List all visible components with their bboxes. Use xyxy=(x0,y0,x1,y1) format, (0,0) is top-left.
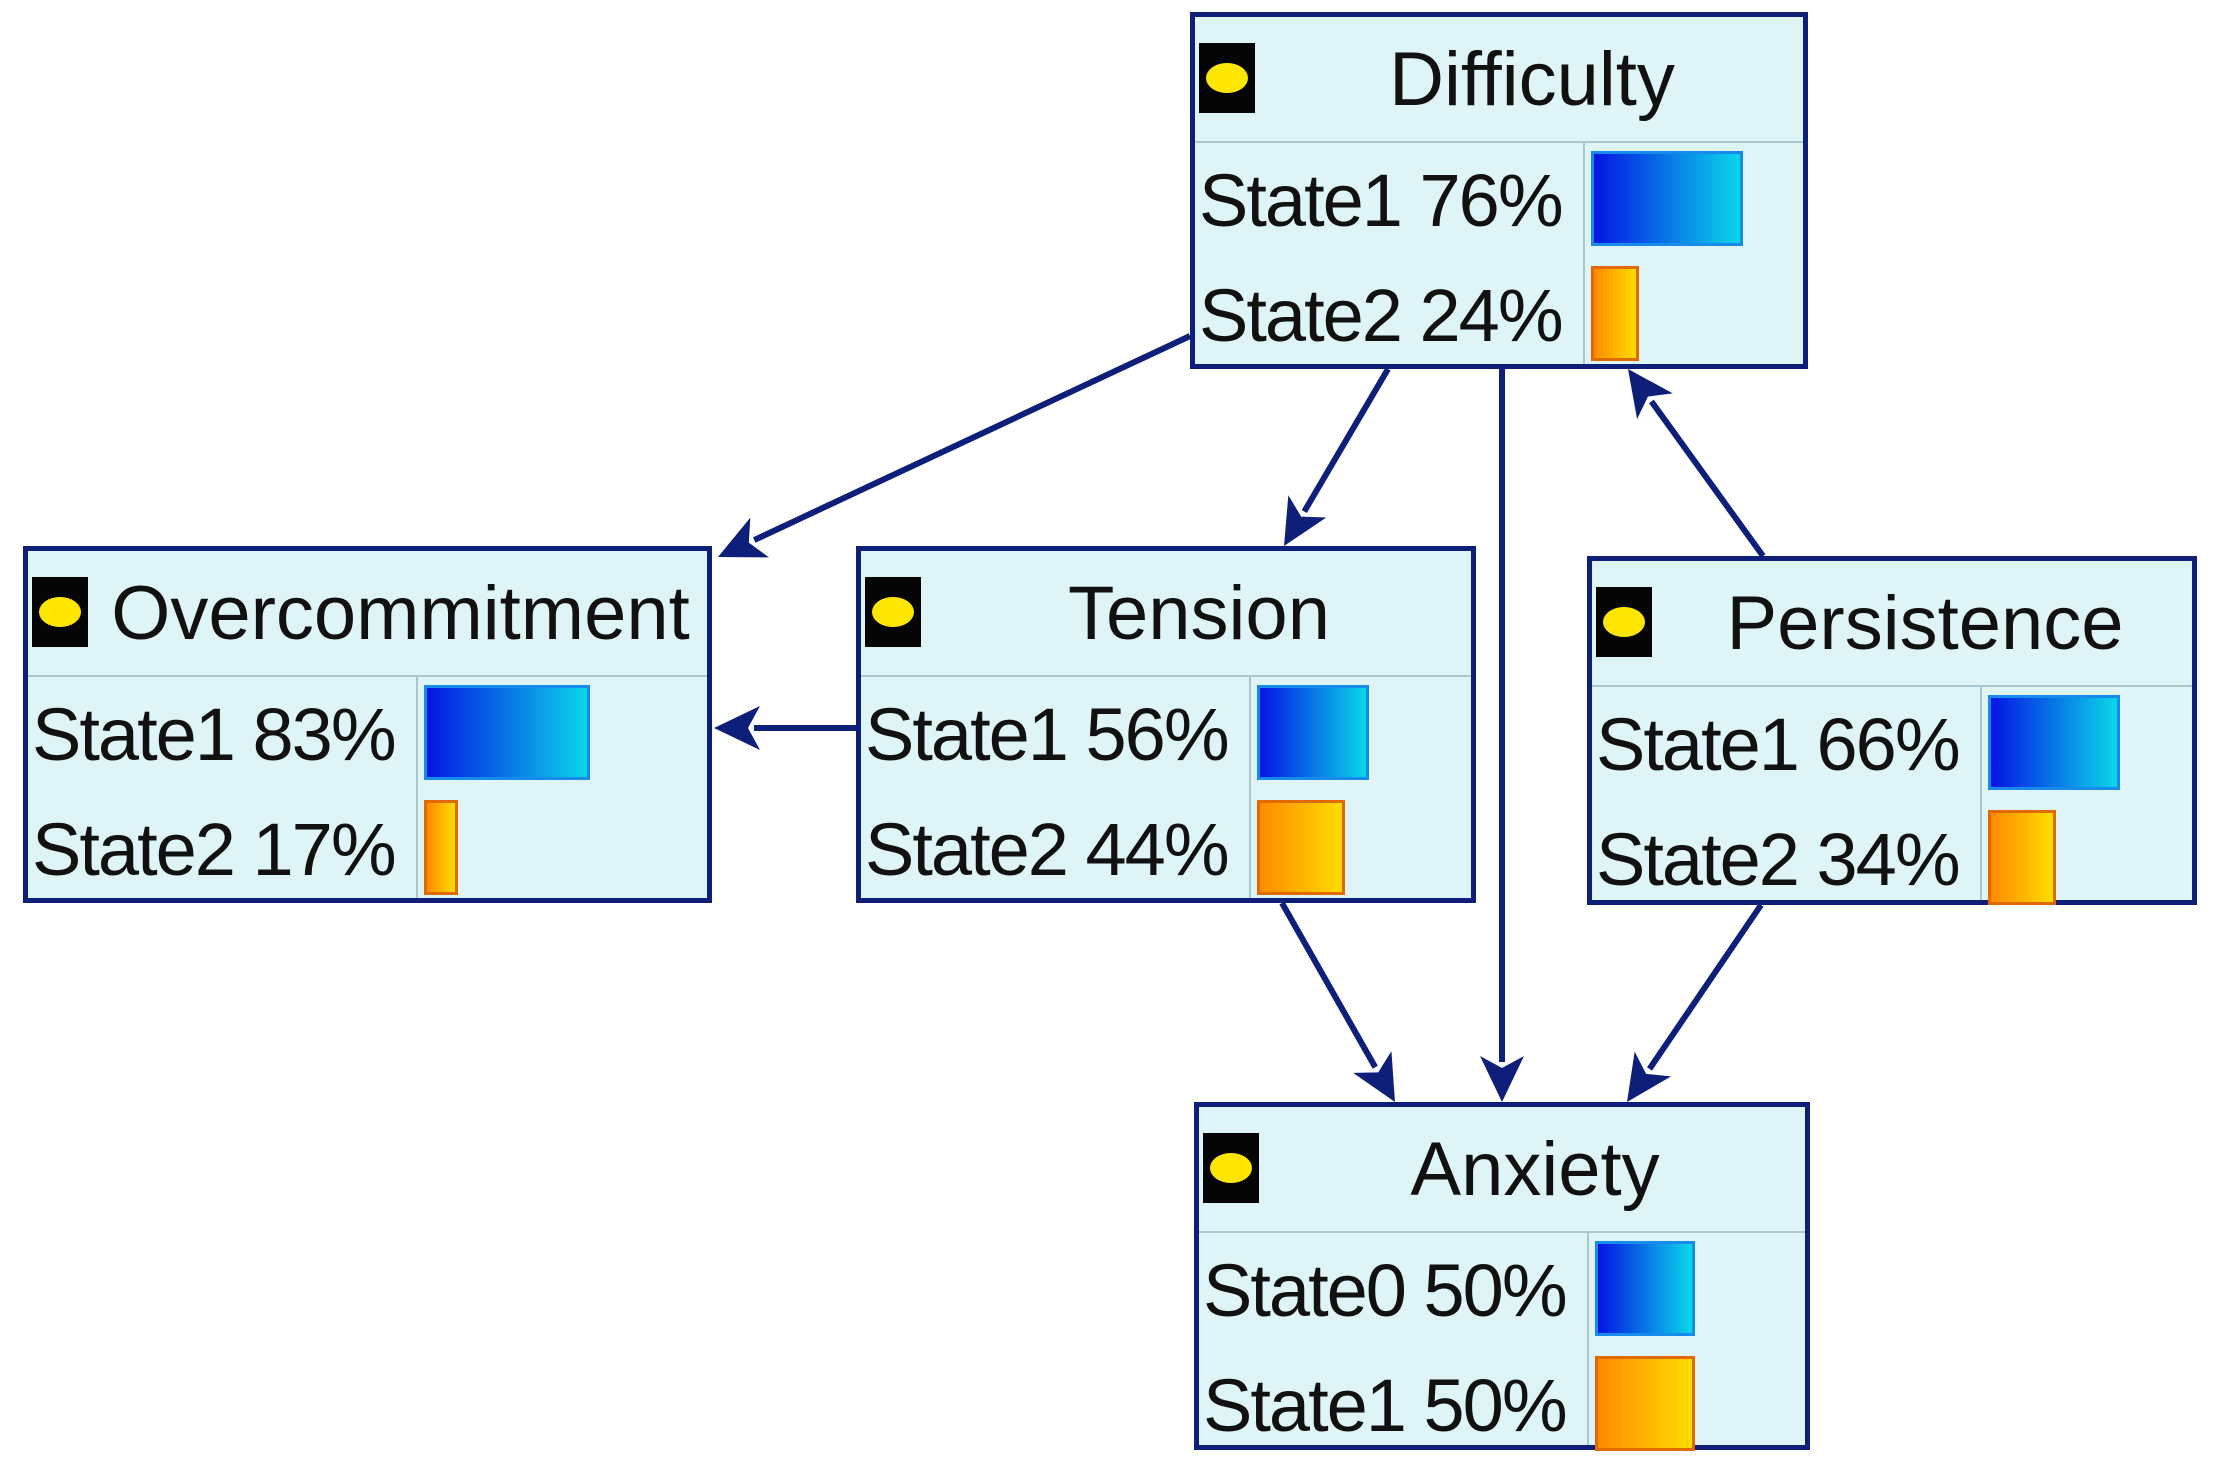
state-row: State1 66% xyxy=(1592,687,2192,802)
node-tension[interactable]: Tension State1 56% State2 44% xyxy=(856,546,1476,903)
status-light-icon xyxy=(1203,1133,1259,1203)
node-title: Anxiety xyxy=(1410,1127,1660,1212)
edge-line xyxy=(1301,367,1391,514)
state-row: State1 56% xyxy=(861,677,1471,792)
probability-bar xyxy=(1591,266,1639,361)
edge-line xyxy=(752,333,1192,543)
probability-bar xyxy=(424,685,590,780)
arrowhead-icon xyxy=(1480,1056,1524,1102)
state-label: State1 50% xyxy=(1203,1364,1568,1447)
edge-line xyxy=(1279,901,1378,1069)
probability-bar xyxy=(1257,685,1369,780)
arrowhead-icon xyxy=(714,706,760,750)
probability-bar xyxy=(1591,151,1743,246)
column-divider xyxy=(1980,687,1982,900)
probability-bar xyxy=(1988,695,2120,790)
node-title: Difficulty xyxy=(1389,37,1675,122)
status-light-icon xyxy=(32,577,88,647)
edge-difficulty-to-tension xyxy=(1284,367,1391,546)
state-label: State1 56% xyxy=(865,693,1230,776)
state-row: State1 50% xyxy=(1199,1348,1805,1463)
state-label: State2 24% xyxy=(1199,274,1564,357)
probability-bar xyxy=(1595,1241,1695,1336)
arrowhead-icon xyxy=(1353,1051,1395,1102)
node-header: Difficulty xyxy=(1195,17,1803,143)
state-row: State0 50% xyxy=(1199,1233,1805,1348)
state-row: State2 44% xyxy=(861,792,1471,907)
node-title: Persistence xyxy=(1726,581,2124,666)
column-divider xyxy=(1587,1233,1589,1445)
node-header: Anxiety xyxy=(1199,1107,1805,1233)
state-label: State0 50% xyxy=(1203,1249,1568,1332)
column-divider xyxy=(1249,677,1251,898)
node-header: Overcommitment xyxy=(28,551,707,677)
arrowhead-icon xyxy=(1628,369,1673,420)
edge-tension-to-anxiety xyxy=(1279,901,1395,1102)
state-row: State1 83% xyxy=(28,677,707,792)
state-label: State1 66% xyxy=(1596,703,1961,786)
edge-difficulty-to-anxiety xyxy=(1480,369,1524,1102)
state-label: State1 83% xyxy=(32,693,397,776)
arrowhead-icon xyxy=(718,517,769,558)
state-row: State2 24% xyxy=(1195,258,1803,373)
edge-difficulty-to-overcommitment xyxy=(718,333,1192,558)
state-label: State2 44% xyxy=(865,808,1230,891)
state-row: State2 34% xyxy=(1592,802,2192,917)
status-light-icon xyxy=(1596,587,1652,657)
node-title: Tension xyxy=(1068,571,1330,656)
edge-line xyxy=(1647,903,1764,1071)
node-title: Overcommitment xyxy=(111,571,690,656)
state-label: State2 17% xyxy=(32,808,397,891)
status-light-icon xyxy=(865,577,921,647)
edge-line xyxy=(1648,399,1766,558)
probability-bar xyxy=(424,800,458,895)
probability-bar xyxy=(1257,800,1345,895)
state-label: State1 76% xyxy=(1199,159,1564,242)
arrowhead-icon xyxy=(1284,495,1327,546)
probability-bar xyxy=(1988,810,2056,905)
node-difficulty[interactable]: Difficulty State1 76% State2 24% xyxy=(1190,12,1808,369)
column-divider xyxy=(416,677,418,898)
state-row: State2 17% xyxy=(28,792,707,907)
state-row: State1 76% xyxy=(1195,143,1803,258)
node-anxiety[interactable]: Anxiety State0 50% State1 50% xyxy=(1194,1102,1810,1451)
node-overcommitment[interactable]: Overcommitment State1 83% State2 17% xyxy=(23,546,712,903)
arrowhead-icon xyxy=(1627,1051,1672,1102)
probability-bar xyxy=(1595,1356,1695,1451)
status-light-icon xyxy=(1199,43,1255,113)
state-label: State2 34% xyxy=(1596,818,1961,901)
edge-persistence-to-difficulty xyxy=(1628,369,1766,558)
edge-tension-to-overcommitment xyxy=(714,706,856,750)
node-header: Tension xyxy=(861,551,1471,677)
node-persistence[interactable]: Persistence State1 66% State2 34% xyxy=(1587,556,2197,905)
edge-persistence-to-anxiety xyxy=(1627,903,1764,1102)
column-divider xyxy=(1583,143,1585,364)
node-header: Persistence xyxy=(1592,561,2192,687)
